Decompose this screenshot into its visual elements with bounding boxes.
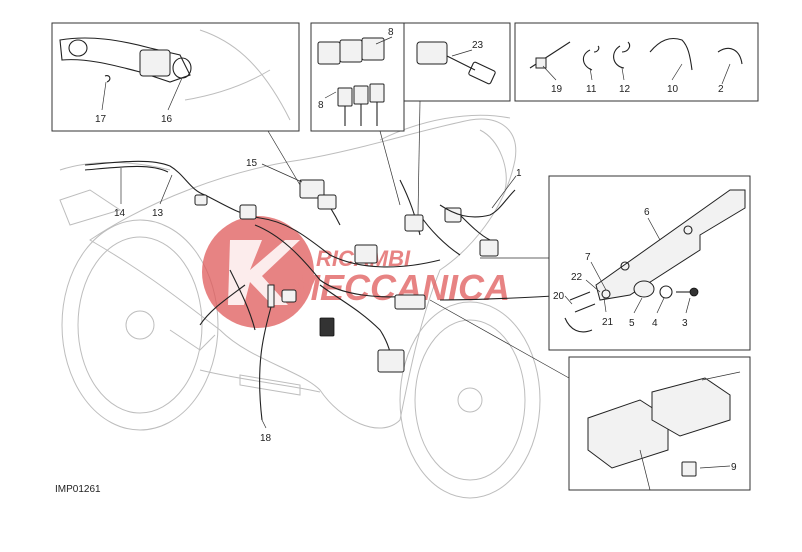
panel-bracket (548, 175, 751, 351)
callout-label: 7 (585, 252, 591, 263)
callout-label: 23 (472, 40, 484, 51)
callout-label: 13 (152, 208, 164, 219)
watermark-logo-mark (228, 240, 300, 305)
callouts: 1 2 3 4 5 6 7 8 8 9 10 11 12 13 14 15 16 (95, 27, 737, 473)
callout-label: 5 (629, 318, 635, 329)
callout-label: 8 (388, 27, 394, 38)
callout-label: 21 (602, 317, 614, 328)
callout-label: 14 (114, 208, 126, 219)
watermark: RICAMBI MECCANICA (202, 216, 510, 328)
callout-label: 17 (95, 114, 107, 125)
callout-label: 15 (246, 158, 258, 169)
callout-label: 16 (161, 114, 173, 125)
panel-top-left (51, 22, 300, 132)
main-wiring-harness (84, 160, 571, 421)
panel-fuse-box (568, 356, 751, 491)
callout-label: 11 (586, 84, 597, 95)
callout-label: 3 (682, 318, 688, 329)
panel-sensor (403, 22, 511, 102)
zoom-lines (267, 100, 651, 491)
callout-label: 6 (644, 207, 650, 218)
callout-label: 10 (667, 84, 679, 95)
panel-relays (310, 22, 405, 132)
callout-label: 20 (553, 291, 565, 302)
callout-label: 4 (652, 318, 658, 329)
motorcycle-outline (59, 114, 541, 499)
callout-label: 2 (718, 84, 724, 95)
callout-label: 8 (318, 100, 324, 111)
callout-label: 12 (619, 84, 631, 95)
drawing-code: IMP01261 (55, 484, 101, 495)
callout-label: 18 (260, 433, 272, 444)
panel-clips (514, 22, 759, 102)
callout-label: 19 (551, 84, 563, 95)
callout-label: 1 (516, 168, 522, 179)
callout-label: 22 (571, 272, 583, 283)
callout-label: 9 (731, 462, 737, 473)
